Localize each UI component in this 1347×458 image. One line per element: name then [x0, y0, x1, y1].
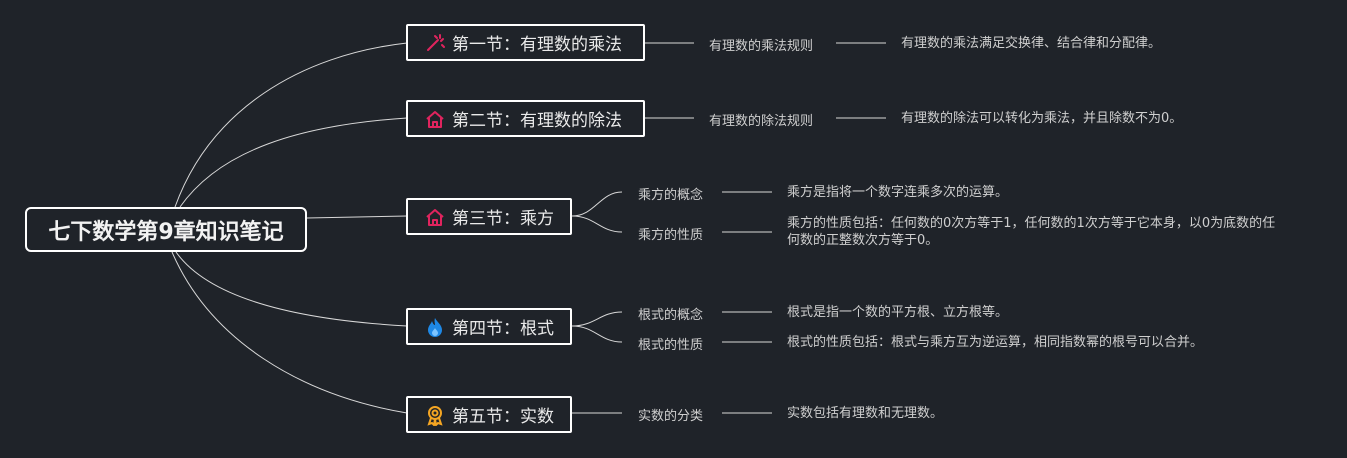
item-description[interactable]: 根式的性质包括：根式与乘方互为逆运算，相同指数幂的根号可以合并。	[787, 334, 1287, 351]
section-title: 第一节：有理数的乘法	[452, 35, 622, 55]
item-label[interactable]: 实数的分类	[638, 404, 703, 424]
item-description-text: 有理数的除法可以转化为乘法，并且除数不为0。	[901, 111, 1183, 126]
home-icon	[424, 108, 446, 130]
flame-icon	[424, 316, 446, 338]
item-description[interactable]: 根式是指一个数的平方根、立方根等。	[787, 304, 1287, 321]
item-label[interactable]: 乘方的性质	[638, 223, 703, 243]
link-root-sec2	[179, 117, 408, 208]
item-label[interactable]: 乘方的概念	[638, 183, 703, 203]
section-node-3[interactable]: 第三节：乘方	[406, 198, 572, 235]
link-root-sec3	[306, 215, 408, 219]
link-sec4-item1	[571, 311, 623, 327]
item-label-text: 有理数的乘法规则	[709, 38, 814, 54]
link-root-sec1	[174, 42, 408, 208]
home-icon	[424, 206, 446, 228]
link-sec3-item2	[571, 215, 623, 233]
item-description[interactable]: 乘方的性质包括：任何数的0次方等于1，任何数的1次方等于它本身，以0为底数的任何…	[787, 215, 1282, 249]
item-label[interactable]: 有理数的除法规则	[709, 109, 813, 129]
section-title: 第二节：有理数的除法	[452, 111, 622, 131]
item-label-text: 乘方的性质	[638, 227, 704, 243]
item-description[interactable]: 实数包括有理数和无理数。	[787, 405, 1287, 422]
section-title: 第三节：乘方	[452, 209, 554, 229]
item-label-text: 有理数的除法规则	[709, 113, 814, 129]
root-node[interactable]: 七下数学第9章知识笔记	[25, 207, 307, 252]
root-title: 七下数学第9章知识笔记	[48, 219, 284, 245]
section-title: 第四节：根式	[452, 319, 554, 339]
section-node-2[interactable]: 第二节：有理数的除法	[406, 100, 645, 137]
section-title: 第五节：实数	[452, 407, 554, 427]
link-root-sec5	[171, 251, 408, 414]
link-root-sec4	[175, 251, 408, 327]
item-description-text: 有理数的乘法满足交换律、结合律和分配律。	[901, 36, 1162, 51]
item-label[interactable]: 根式的性质	[638, 333, 703, 353]
wand-icon	[424, 32, 446, 54]
link-sec4-item2	[571, 325, 623, 343]
item-label[interactable]: 有理数的乘法规则	[709, 34, 813, 54]
section-node-1[interactable]: 第一节：有理数的乘法	[406, 24, 645, 61]
item-label-text: 根式的概念	[638, 307, 704, 323]
item-description-text: 乘方是指将一个数字连乘多次的运算。	[787, 185, 1009, 200]
item-description[interactable]: 乘方是指将一个数字连乘多次的运算。	[787, 184, 1287, 201]
item-description-text: 实数包括有理数和无理数。	[787, 406, 944, 421]
item-description[interactable]: 有理数的除法可以转化为乘法，并且除数不为0。	[901, 110, 1301, 127]
section-node-5[interactable]: 第五节：实数	[406, 396, 572, 433]
item-label[interactable]: 根式的概念	[638, 303, 703, 323]
item-label-text: 根式的性质	[638, 337, 704, 353]
item-description-text: 根式是指一个数的平方根、立方根等。	[787, 305, 1009, 320]
section-node-4[interactable]: 第四节：根式	[406, 308, 572, 345]
item-description-text: 根式的性质包括：根式与乘方互为逆运算，相同指数幂的根号可以合并。	[787, 335, 1204, 350]
item-description[interactable]: 有理数的乘法满足交换律、结合律和分配律。	[901, 35, 1301, 52]
award-icon	[424, 404, 446, 426]
item-label-text: 乘方的概念	[638, 187, 704, 203]
item-label-text: 实数的分类	[638, 408, 704, 424]
link-sec3-item1	[571, 191, 623, 217]
item-description-text: 乘方的性质包括：任何数的0次方等于1，任何数的1次方等于它本身，以0为底数的任何…	[787, 216, 1276, 248]
